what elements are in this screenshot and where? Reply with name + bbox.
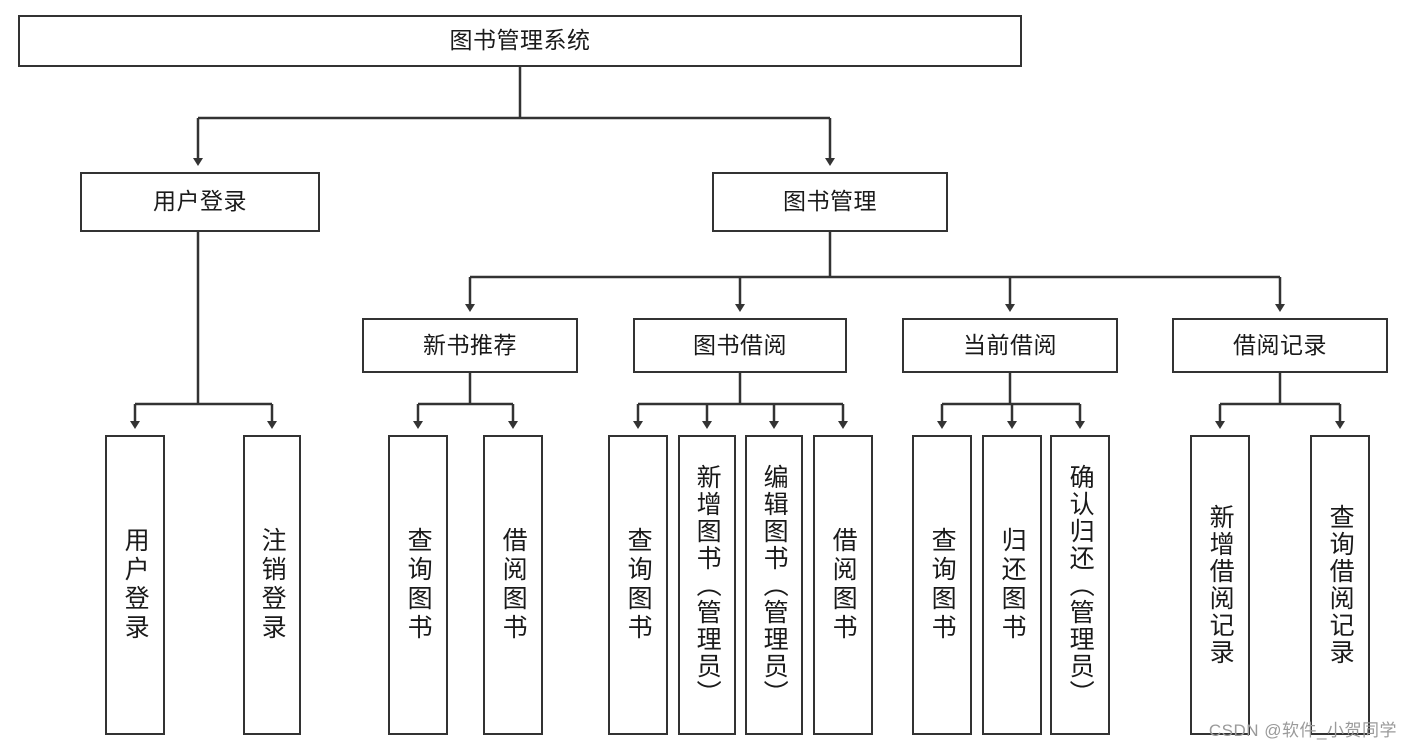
- node-label: 用户登录: [153, 188, 247, 215]
- node-label: 确认归还（管理员）: [1066, 463, 1095, 707]
- node-label: 借阅记录: [1233, 331, 1327, 358]
- leaf-query-book-current[interactable]: 查询图书: [912, 435, 972, 735]
- node-label: 查询图书: [404, 527, 433, 643]
- node-label: 新增图书（管理员）: [693, 463, 722, 707]
- node-label: 查询图书: [928, 527, 957, 643]
- leaf-borrow-book[interactable]: 借阅图书: [813, 435, 873, 735]
- leaf-user-logout[interactable]: 注销登录: [243, 435, 301, 735]
- node-label: 新增借阅记录: [1206, 504, 1235, 666]
- node-label: 图书管理系统: [449, 27, 591, 54]
- node-label: 归还图书: [998, 527, 1027, 643]
- leaf-query-book-recommend[interactable]: 查询图书: [388, 435, 448, 735]
- leaf-return-book[interactable]: 归还图书: [982, 435, 1042, 735]
- node-label: 编辑图书（管理员）: [760, 463, 789, 707]
- node-label: 当前借阅: [963, 331, 1057, 358]
- node-book-management[interactable]: 图书管理: [712, 172, 948, 232]
- node-label: 查询图书: [624, 527, 653, 643]
- leaf-query-book-borrow[interactable]: 查询图书: [608, 435, 668, 735]
- node-borrow-record[interactable]: 借阅记录: [1172, 318, 1388, 373]
- node-label: 借阅图书: [829, 527, 858, 643]
- leaf-query-borrow-record[interactable]: 查询借阅记录: [1310, 435, 1370, 735]
- leaf-borrow-book-recommend[interactable]: 借阅图书: [483, 435, 543, 735]
- node-label: 图书管理: [783, 188, 877, 215]
- leaf-add-book-admin[interactable]: 新增图书（管理员）: [678, 435, 736, 735]
- node-new-book-recommend[interactable]: 新书推荐: [362, 318, 578, 373]
- node-user-login[interactable]: 用户登录: [80, 172, 320, 232]
- node-root-system[interactable]: 图书管理系统: [18, 15, 1022, 67]
- leaf-confirm-return-admin[interactable]: 确认归还（管理员）: [1050, 435, 1110, 735]
- node-book-borrow[interactable]: 图书借阅: [633, 318, 847, 373]
- watermark-text: CSDN @软件_小贺同学: [1208, 721, 1397, 740]
- node-label: 借阅图书: [499, 527, 528, 643]
- node-label: 查询借阅记录: [1326, 504, 1355, 666]
- node-label: 新书推荐: [423, 331, 517, 358]
- node-current-borrow[interactable]: 当前借阅: [902, 318, 1118, 373]
- node-label: 图书借阅: [693, 331, 787, 358]
- node-label: 用户登录: [121, 527, 150, 643]
- leaf-edit-book-admin[interactable]: 编辑图书（管理员）: [745, 435, 803, 735]
- leaf-user-login[interactable]: 用户登录: [105, 435, 165, 735]
- leaf-add-borrow-record[interactable]: 新增借阅记录: [1190, 435, 1250, 735]
- node-label: 注销登录: [258, 527, 287, 643]
